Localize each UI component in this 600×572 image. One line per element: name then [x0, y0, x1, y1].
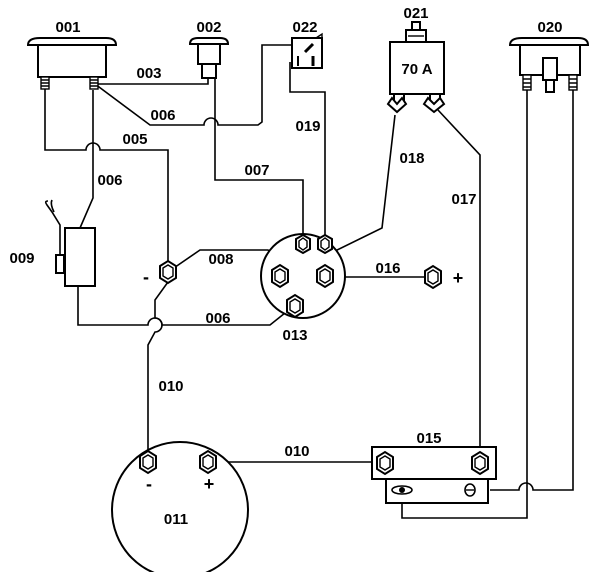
switch-022: [291, 32, 323, 69]
label-007: 007: [244, 162, 269, 179]
relay-015: [371, 446, 497, 504]
label-013: 013: [282, 327, 307, 344]
label-006-top: 006: [150, 107, 175, 124]
sign-battery-plus: +: [204, 474, 215, 494]
ground-nut: [159, 259, 177, 285]
sender-002: [188, 37, 230, 79]
wire-020-right: [490, 90, 574, 491]
labels: 001 002 022 021 020 003 006 005 019 018 …: [9, 5, 562, 528]
label-001: 001: [55, 19, 80, 36]
label-009: 009: [9, 250, 34, 267]
label-015: 015: [416, 430, 441, 447]
label-011: 011: [164, 511, 188, 528]
sign-battery-minus: -: [146, 474, 152, 494]
label-020: 020: [537, 19, 562, 36]
breaker-021: 70 A: [386, 21, 446, 114]
wire-006-left: [79, 90, 94, 229]
label-005: 005: [122, 131, 147, 148]
label-010-left: 010: [158, 378, 183, 395]
breaker-rating: 70 A: [401, 61, 432, 78]
label-021: 021: [403, 5, 428, 22]
switch-009: [44, 199, 96, 287]
label-006-left: 006: [97, 172, 122, 189]
wire-010-left: [147, 272, 169, 462]
positive-terminal: [424, 264, 442, 290]
wires: [44, 44, 574, 519]
wire-020-left: [401, 90, 528, 519]
label-018: 018: [399, 150, 424, 167]
label-002: 002: [196, 19, 221, 36]
wire-017: [437, 109, 481, 462]
label-016: 016: [375, 260, 400, 277]
wire-007: [214, 78, 304, 240]
label-008: 008: [208, 251, 233, 268]
sign-terminal-plus: +: [453, 268, 464, 288]
wire-003: [95, 78, 209, 85]
label-003: 003: [136, 65, 161, 82]
wire-019: [289, 62, 326, 240]
wire-006-top: [94, 44, 292, 126]
sign-ground-minus: -: [143, 267, 149, 287]
label-022: 022: [292, 19, 317, 36]
label-006-mid: 006: [205, 310, 230, 327]
gauge-001: [26, 37, 118, 90]
label-010-mid: 010: [284, 443, 309, 460]
junction-013: [260, 233, 346, 319]
battery-011: [111, 441, 249, 572]
label-019: 019: [295, 118, 320, 135]
label-017: 017: [451, 191, 476, 208]
gauge-020: [508, 37, 590, 93]
wire-006-mid: [77, 285, 296, 326]
